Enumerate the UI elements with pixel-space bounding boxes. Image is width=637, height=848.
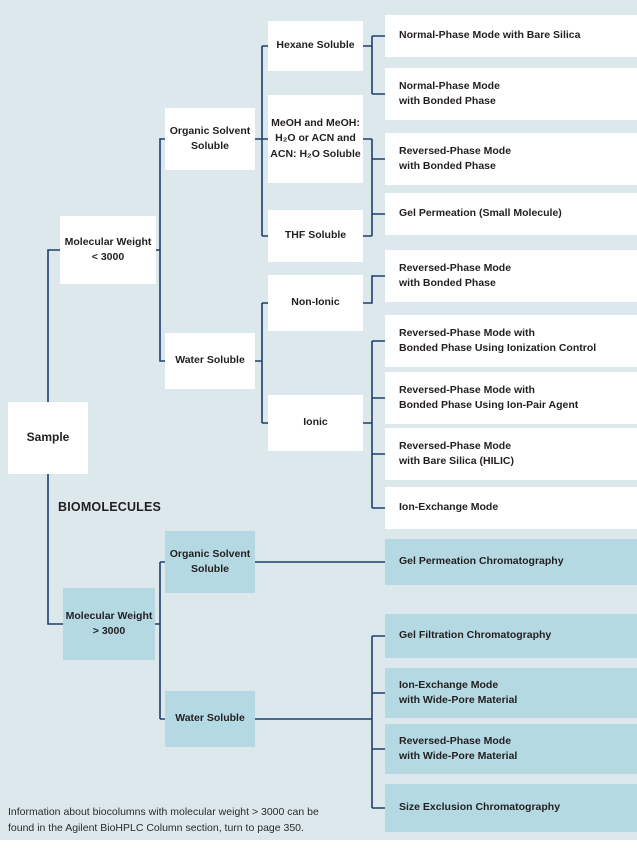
bottom-margin-strip bbox=[0, 840, 637, 848]
result-reversed-phase-bonded-organic: Reversed-Phase Mode with Bonded Phase bbox=[385, 133, 637, 185]
node-non-ionic: Non-Ionic bbox=[268, 275, 363, 331]
result-reversed-phase-ionization-control: Reversed-Phase Mode with Bonded Phase Us… bbox=[385, 315, 637, 367]
result-ion-exchange-mode: Ion-Exchange Mode bbox=[385, 487, 637, 529]
node-hexane-soluble: Hexane Soluble bbox=[268, 21, 363, 71]
node-mw-gt-3000: Molecular Weight > 3000 bbox=[63, 588, 155, 660]
biocolumns-footnote: Information about biocolumns with molecu… bbox=[8, 806, 319, 835]
result-size-exclusion-chromatography: Size Exclusion Chromatography bbox=[385, 784, 637, 832]
node-sample: Sample bbox=[8, 402, 88, 474]
result-reversed-phase-hilic: Reversed-Phase Mode with Bare Silica (HI… bbox=[385, 428, 637, 480]
connector-water-bottom-bracket bbox=[255, 635, 385, 809]
node-ionic: Ionic bbox=[268, 395, 363, 451]
connector-ionic-bracket bbox=[363, 340, 385, 509]
node-organic-solvent-soluble-top: Organic Solvent Soluble bbox=[165, 108, 255, 170]
connector-mw-gt-bracket bbox=[155, 561, 165, 720]
result-gel-filtration-chromatography: Gel Filtration Chromatography bbox=[385, 614, 637, 658]
result-reversed-phase-bonded-nonionic: Reversed-Phase Mode with Bonded Phase bbox=[385, 250, 637, 302]
node-mw-lt-3000: Molecular Weight < 3000 bbox=[60, 216, 156, 284]
node-water-soluble-top: Water Soluble bbox=[165, 333, 255, 389]
result-reversed-phase-ion-pair: Reversed-Phase Mode with Bonded Phase Us… bbox=[385, 372, 637, 424]
connector-water-top-bracket bbox=[255, 302, 268, 424]
node-organic-solvent-soluble-bottom: Organic Solvent Soluble bbox=[165, 531, 255, 593]
connector-hexane-bracket bbox=[363, 35, 385, 95]
result-reversed-phase-wide-pore: Reversed-Phase Mode with Wide-Pore Mater… bbox=[385, 724, 637, 774]
result-gel-permeation-chromatography: Gel Permeation Chromatography bbox=[385, 539, 637, 585]
connector-meoh-thf-bracket bbox=[363, 138, 385, 237]
connector-mw-lt-bracket bbox=[156, 138, 165, 362]
connector-organic-top-bracket bbox=[255, 45, 268, 237]
node-meoh-acn-soluble: MeOH and MeOH: H₂O or ACN and ACN: H₂O S… bbox=[268, 95, 363, 183]
node-thf-soluble: THF Soluble bbox=[268, 210, 363, 262]
node-water-soluble-bottom: Water Soluble bbox=[165, 691, 255, 747]
result-gel-permeation-small-molecule: Gel Permeation (Small Molecule) bbox=[385, 193, 637, 235]
result-normal-phase-bonded: Normal-Phase Mode with Bonded Phase bbox=[385, 68, 637, 120]
result-normal-phase-bare-silica: Normal-Phase Mode with Bare Silica bbox=[385, 15, 637, 57]
result-ion-exchange-wide-pore: Ion-Exchange Mode with Wide-Pore Materia… bbox=[385, 668, 637, 718]
connector-non-ionic bbox=[363, 275, 385, 304]
biomolecules-section-label: BIOMOLECULES bbox=[58, 500, 162, 514]
